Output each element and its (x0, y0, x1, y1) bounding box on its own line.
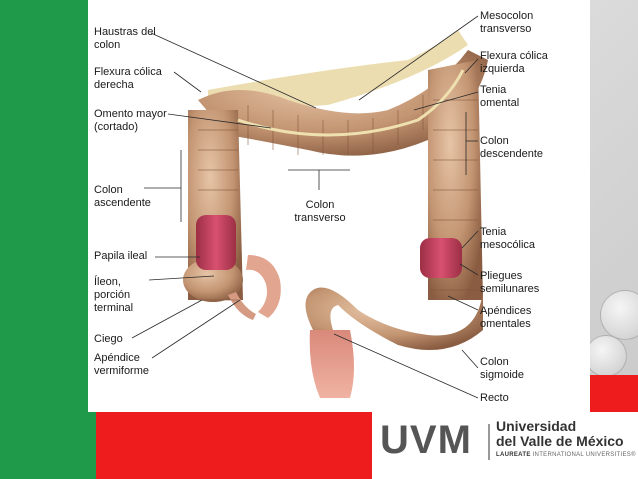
label-tenia-mesocolica: Tenia mesocólica (480, 226, 536, 251)
descending-mucosa (420, 238, 462, 278)
label-colon-transverso: Colon transverso (294, 199, 346, 224)
sigmoid-colon (305, 287, 483, 350)
label-ciego: Ciego (94, 333, 123, 345)
label-haustras: Haustras del colon (94, 26, 156, 51)
label-ileon: Íleon, porción terminal (94, 276, 134, 314)
diagram-panel: Haustras del colon Flexura cólica derech… (88, 0, 590, 412)
label-papila: Papila ileal (94, 250, 148, 262)
label-colon-ascendente: Colon ascendente (94, 184, 151, 209)
label-colon-sigmoide: Colon sigmoide (480, 356, 525, 381)
colon-illustration (131, 15, 488, 399)
logo-line-3: LAUREATE INTERNATIONAL UNIVERSITIES® (496, 452, 636, 458)
taenia (237, 69, 465, 137)
logo-line-1: Universidad (496, 418, 577, 434)
label-colon-descendente: Colon descendente (480, 135, 543, 160)
label-recto: Recto (480, 392, 509, 404)
logo-divider (488, 424, 490, 460)
rectum (309, 330, 354, 398)
laureate-text: LAUREATE (496, 452, 531, 458)
label-tenia-omental: Tenia omental (480, 84, 520, 109)
label-apendice: Apéndice vermiforme (94, 352, 150, 377)
label-flexura-izquierda: Flexura cólica izquierda (480, 50, 548, 75)
logo-line-2: del Valle de México (496, 433, 624, 449)
appendix (228, 292, 256, 320)
intl-text: INTERNATIONAL UNIVERSITIES® (530, 452, 636, 458)
green-band (0, 0, 98, 479)
label-apendices: Apéndices omentales (480, 305, 532, 330)
uvm-wordmark: UVM (380, 418, 472, 462)
ileum (246, 255, 281, 318)
label-omento: Omento mayor (cortado) (94, 108, 167, 133)
decorative-ring (600, 290, 638, 340)
decorative-ring (585, 335, 627, 377)
label-mesocolon: Mesocolon transverso (480, 10, 534, 35)
label-pliegues: Pliegues semilunares (480, 270, 540, 295)
ascending-mucosa (196, 215, 236, 270)
mesocolon (208, 30, 468, 110)
label-flexura-derecha: Flexura cólica derecha (94, 66, 162, 91)
uvm-logo: UVM Universidad del Valle de México LAUR… (372, 412, 638, 479)
